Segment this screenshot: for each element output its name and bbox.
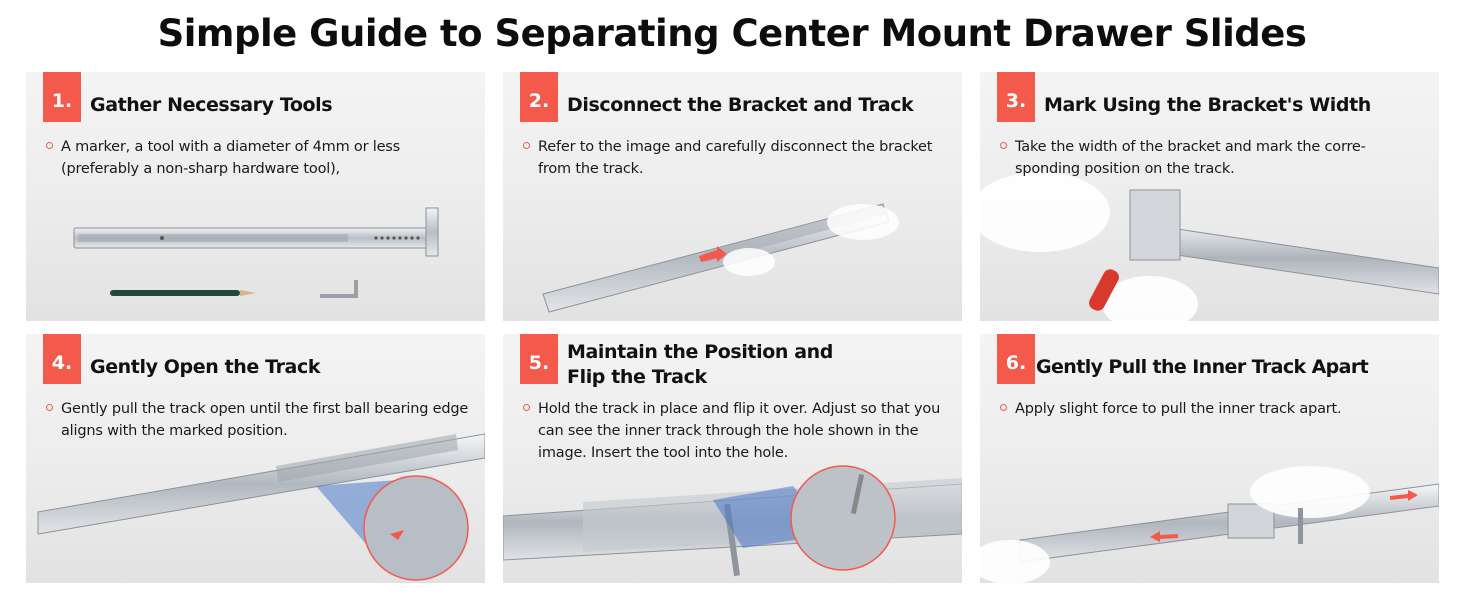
step-title: Gather Necessary Tools [90,94,333,116]
step-6-panel: 6. Gently Pull the Inner Track Apart App… [980,334,1439,583]
step-number: 5. [520,334,558,384]
open-track-photo [37,433,485,581]
step-title: Gently Pull the Inner Track Apart [1036,356,1369,378]
marker-icon [1089,269,1119,311]
bullet-icon [46,404,53,411]
arrow-icon [699,246,727,262]
tools-illustration [73,207,439,298]
step-3-panel: 3. Mark Using the Bracket's Width Take t… [980,72,1439,321]
step-description: Refer to the image and carefully disconn… [538,139,933,177]
step-number: 1. [43,72,81,122]
step-4-panel: 4. Gently Open the Track Gently pull the… [26,334,485,583]
zoom-detail [790,465,896,571]
step-title: Maintain the Position and Flip the Track [567,341,833,388]
marker-pencil [110,290,240,296]
glove-hand [1250,466,1370,518]
bullet-icon [523,142,530,149]
step-title: Disconnect the Bracket and Track [567,94,914,116]
bullet-icon [1000,142,1007,149]
step-description: Take the width of the bracket and mark t… [1015,139,1366,177]
step-number: 3. [997,72,1035,122]
step-description: Gently pull the track open until the fir… [61,401,469,439]
glove-hand [827,204,899,240]
step-title: Gently Open the Track [90,356,321,378]
glove-hand [980,172,1110,252]
right-arrow-icon [1390,490,1418,501]
hex-key [320,280,358,298]
bullet-icon [1000,404,1007,411]
step-2-panel: 2. Disconnect the Bracket and Track Refe… [503,72,962,321]
step-description: A marker, a tool with a diameter of 4mm … [61,139,401,177]
step-description: Hold the track in place and flip it over… [538,401,941,461]
page-title: Simple Guide to Separating Center Mount … [157,12,1307,55]
step-number: 4. [43,334,81,384]
flip-track-photo [503,465,962,577]
step-1-panel: 1. Gather Necessary Tools A marker, a to… [26,72,485,321]
step-number: 6. [997,334,1035,384]
pull-apart-photo [980,466,1439,583]
step-title: Mark Using the Bracket's Width [1044,94,1371,116]
marking-photo [980,172,1439,321]
left-arrow-icon [1150,531,1178,542]
step-number: 2. [520,72,558,122]
bracket [1129,189,1181,261]
step-5-panel: 5. Maintain the Position and Flip the Tr… [503,334,962,583]
bracket-track-photo [542,203,899,313]
bullet-icon [523,404,530,411]
bullet-icon [46,142,53,149]
step-description: Apply slight force to pull the inner tra… [1015,401,1342,417]
zoom-detail [363,475,469,581]
